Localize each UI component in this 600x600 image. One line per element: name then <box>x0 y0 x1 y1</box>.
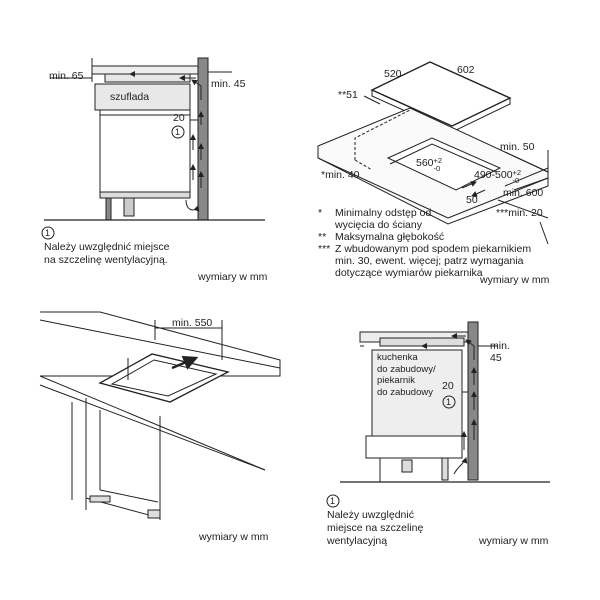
panel-3-perspective-diagram <box>39 311 281 520</box>
oven-label-line1: kuchenka <box>377 352 418 363</box>
panel-4-oven-diagram <box>340 321 550 483</box>
footnote2-line1: Maksymalna głębokość <box>335 231 445 243</box>
min550-label: min. 550 <box>172 317 213 329</box>
oven-label-line4: do zabudowy <box>377 386 433 398</box>
note-marker-1 <box>41 226 55 240</box>
circle-4-label: 1 <box>446 397 452 407</box>
units-label-1: wymiary w mm <box>198 271 268 283</box>
worktop <box>91 65 199 75</box>
note1-line2: na szczelinę wentylacyjną. <box>44 254 168 266</box>
panel-1-drawer-diagram <box>44 57 265 221</box>
min20: ***min. 20 <box>496 207 543 219</box>
dim560: 560+2-0 <box>416 156 443 173</box>
cutout <box>386 137 502 191</box>
note4-line2: miejsce na szczelinę <box>327 522 424 534</box>
ventilation-marker <box>171 125 185 139</box>
drawer-label: szuflada <box>110 91 150 103</box>
footnote1-mark: * <box>318 207 323 219</box>
dim50: 50 <box>466 194 478 206</box>
footnote3-mark: *** <box>318 243 331 255</box>
panel-2-cutout-diagram <box>317 61 549 245</box>
min-label-4: min. <box>490 340 510 352</box>
min45-label: min. 45 <box>211 78 246 90</box>
circle-1-label: 1 <box>175 127 181 137</box>
dim490: 490-500+2-0 <box>474 168 522 185</box>
dim20-label-4: 20 <box>442 380 454 392</box>
min50-right: min. 50 <box>500 141 535 153</box>
note4-line3: wentylacyjną <box>327 535 388 547</box>
wall <box>467 321 479 481</box>
footnote1-line1: Minimalny odstęp od <box>335 207 432 219</box>
note1-marker: 1 <box>45 228 51 238</box>
cabinet <box>99 109 191 193</box>
footnote3-line2: min. 30, ewent. więcej; patrz wymagania <box>335 255 524 267</box>
dim602: 602 <box>457 64 475 76</box>
units-label-2: wymiary w mm <box>480 274 550 286</box>
footnote3-line1: Z wbudowanym pod spodem piekarnikiem <box>335 243 532 255</box>
min600: min. 600 <box>503 187 544 199</box>
min45-label-4: 45 <box>490 352 502 364</box>
min65-label: min. 65 <box>49 70 84 82</box>
oven-label-line3: piekarnik <box>377 375 416 386</box>
dim51: **51 <box>338 89 358 101</box>
dim20-label: 20 <box>173 112 185 124</box>
units-label-3: wymiary w mm <box>199 531 269 543</box>
footnote2-mark: ** <box>318 231 327 243</box>
dim520: 520 <box>384 68 402 80</box>
units-label-4: wymiary w mm <box>479 535 549 547</box>
oven <box>371 349 463 437</box>
oven-label: kuchenka do zabudowy/ piekarnik do zabud… <box>377 352 436 398</box>
ventilation-marker <box>442 395 456 409</box>
note4-marker: 1 <box>330 496 336 506</box>
note-marker-4 <box>326 494 340 508</box>
oven-label-line2: do zabudowy/ <box>377 363 436 375</box>
footnote1-line2: wycięcia do ściany <box>335 219 422 231</box>
min40-label: *min. 40 <box>321 169 360 181</box>
note1-line1: Należy uwzględnić miejsce <box>44 241 170 253</box>
footnote3-line3: dotyczące wymiarów piekarnika <box>335 267 483 279</box>
wall <box>197 57 209 221</box>
note4-line1: Należy uwzględnić <box>327 509 414 521</box>
